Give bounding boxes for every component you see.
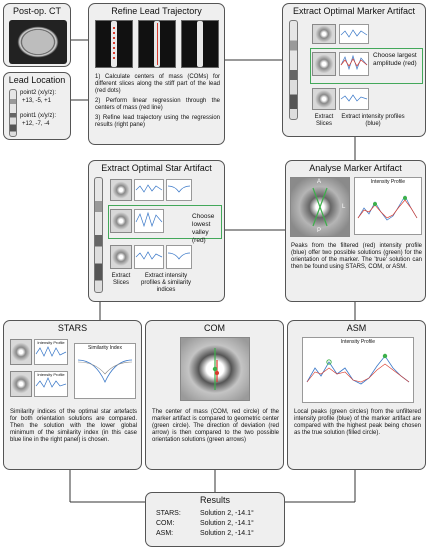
star-choose-text: Choose lowest valley (red) [192,213,215,244]
refine-step-3: 3) Refine lead trajectory using the regr… [95,115,220,128]
analyse-description: Peaks from the filtered (red) intensity … [291,243,422,270]
marker-slice-3 [312,88,336,110]
results-method-com: COM: [156,520,175,527]
marker-artifact-image: A P L [290,177,350,237]
orientation-label-a: A [317,179,322,185]
results-value-stars: Solution 2, -14.1° [200,510,254,517]
star-similarity-3 [166,245,192,269]
star-profile-1 [134,179,164,201]
marker-highlight-row [310,48,423,84]
star-slice-2 [110,209,132,233]
analyse-marker-box: Analyse Marker Artifact A P L Intensity … [285,160,426,302]
orientation-label-p: P [317,228,322,234]
com-title: COM [204,323,225,333]
star-profile-2 [134,209,164,233]
asm-description: Local peaks (green circles) from the unf… [294,409,421,436]
stars-box: STARS Intensity Profile Intensity Profil… [3,320,142,470]
trajectory-image-2 [138,20,176,68]
ct-scan-image [9,20,67,64]
analyse-title: Analyse Marker Artifact [309,163,402,173]
point1-values: +12, -7, -4 [22,121,50,127]
point2-values: +13, -5, +1 [22,98,52,104]
stars-description: Similarity indices of the optimal star a… [10,409,137,443]
asm-plot-title: Intensity Profile [340,339,376,345]
postop-ct-title: Post-op. CT [12,6,61,16]
marker-profile-1 [339,24,369,44]
stars-title: STARS [57,323,88,333]
point1-label: point1 (x/y/z): [20,113,57,119]
star-artifact-box: Extract Optimal Star Artifact Choose low… [88,160,225,302]
stars-profile-1: Intensity Profile [34,339,68,365]
star-similarity-1 [166,179,192,201]
refine-trajectory-box: Refine Lead Trajectory 1) Calculate cent… [88,3,225,145]
marker-slice-1 [312,24,336,44]
marker-artifact-title: Extract Optimal Marker Artifact [292,6,416,16]
marker-choose-text: Choose largest amplitude (red) [373,52,417,67]
trajectory-image-1 [95,20,133,68]
point2-label: point2 (x/y/z): [20,90,57,96]
star-slice-3 [110,245,132,269]
stars-profile-2: Intensity Profile [34,371,68,397]
results-method-stars: STARS: [156,510,181,517]
marker-profile-2 [339,52,369,76]
star-slices-label: Extract Slices [111,273,131,286]
marker-artifact-box: Extract Optimal Marker Artifact Choose l… [282,3,426,137]
stars-slice-2 [10,371,32,397]
refine-title: Refine Lead Trajectory [111,6,202,16]
marker-slice-2 [312,52,336,76]
results-value-com: Solution 2, -14.1° [200,520,254,527]
lead-location-title: Lead Location [8,75,66,85]
marker-profiles-label: Extract intensity profiles (blue) [341,114,405,127]
marker-slices-label: Extract Slices [314,114,334,127]
star-artifact-title: Extract Optimal Star Artifact [101,163,212,173]
star-profile-3 [134,245,164,269]
lead-location-box: Lead Location point2 (x/y/z): +13, -5, +… [3,72,71,140]
stars-mini-plot-title-2: Intensity Profile [37,372,65,377]
com-description: The center of mass (COM, red circle) of … [152,409,279,443]
trajectory-image-3 [181,20,219,68]
analyse-intensity-plot: Intensity Profile [354,177,422,235]
asm-box: ASM Intensity Profile Local peaks (green… [287,320,426,470]
results-value-asm: Solution 2, -14.1° [200,530,254,537]
stars-similarity-title: Similarity Index [88,345,122,351]
asm-intensity-plot: Intensity Profile [302,337,414,403]
orientation-label-l: L [342,204,346,210]
refine-step-2: 2) Perform linear regression through the… [95,98,220,111]
refine-step-1: 1) Calculate centers of mass (COMs) for … [95,74,220,94]
com-artifact-image [180,337,250,401]
marker-profile-3 [339,88,369,110]
stars-similarity-plot: Similarity Index [74,343,136,399]
star-slice-1 [110,179,132,201]
lead-image [9,89,17,137]
star-lead-image [94,177,103,293]
star-profiles-label: Extract intensity profiles & similarity … [140,273,191,293]
star-highlight-row [108,205,222,239]
results-box: Results STARS: Solution 2, -14.1° COM: S… [145,492,285,547]
marker-lead-image [289,20,298,120]
results-method-asm: ASM: [156,530,174,537]
analyse-plot-title: Intensity Profile [370,179,406,185]
stars-slice-1 [10,339,32,365]
postop-ct-box: Post-op. CT [3,3,71,67]
results-title: Results [199,495,230,505]
com-box: COM The center of mass (COM, red circle)… [145,320,284,470]
stars-mini-plot-title-1: Intensity Profile [37,340,65,345]
asm-title: ASM [346,323,367,333]
